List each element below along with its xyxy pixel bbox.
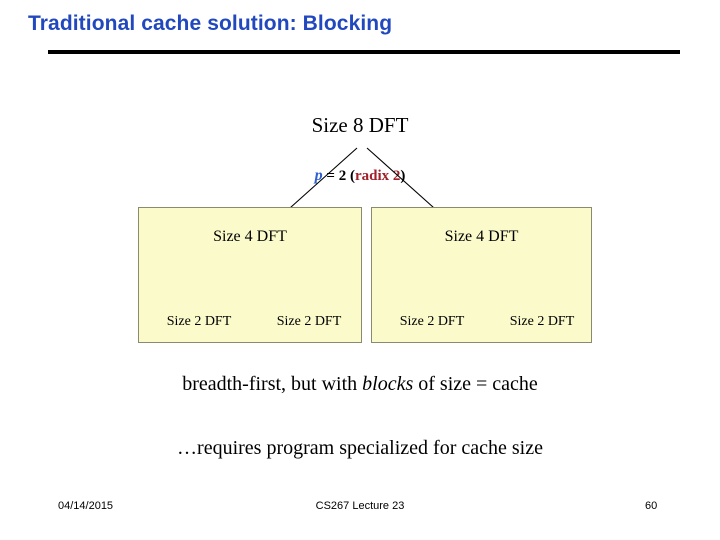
footer-date: 04/14/2015 [58, 500, 114, 512]
radix-label: radix 2 [354, 168, 401, 184]
right-block-title: Size 4 DFT [444, 228, 519, 245]
radix-close-paren: ) [400, 168, 406, 184]
tree-root-label: Size 8 DFT [311, 113, 409, 137]
radix-annotation: p = 2 (radix 2) [0, 167, 720, 185]
radix-equals: = 2 ( [326, 168, 355, 184]
caption-1-post: of size = cache [413, 373, 538, 395]
caption-line-2: …requires program specialized for cache … [177, 437, 543, 459]
title-divider [48, 50, 680, 54]
slide-footer: 04/14/2015 CS267 Lecture 23 60 [0, 500, 720, 518]
right-block-leaf-2: Size 2 DFT [509, 314, 575, 329]
left-block-leaf-1: Size 2 DFT [166, 314, 232, 329]
caption-1-emphasis: blocks [362, 373, 414, 395]
caption-line-1: breadth-first, but with blocks of size =… [0, 373, 720, 396]
caption-1-pre: breadth-first, but with [182, 373, 363, 395]
footer-lecture-label: CS267 Lecture 23 [315, 500, 405, 512]
page-title: Traditional cache solution: Blocking [28, 12, 393, 35]
right-block-leaf-1: Size 2 DFT [399, 314, 465, 329]
footer-page-number: 60 [645, 500, 658, 512]
left-block-title: Size 4 DFT [213, 228, 287, 245]
radix-variable: p [314, 167, 323, 184]
right-block: Size 4 DFT Size 2 DFT Size 2 DFT [371, 207, 592, 343]
left-block-leaf-2: Size 2 DFT [276, 314, 342, 329]
left-block: Size 4 DFT Size 2 DFT Size 2 DFT [138, 207, 362, 343]
